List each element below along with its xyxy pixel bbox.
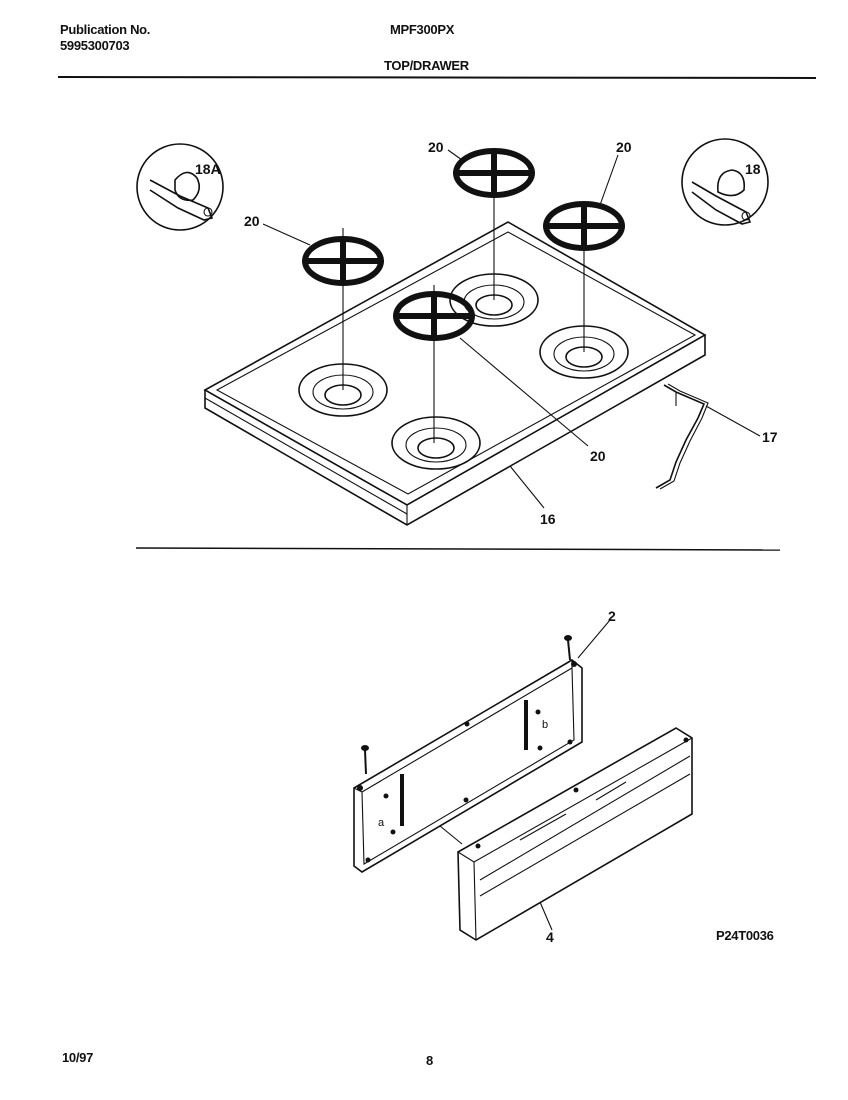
leader-grate-left bbox=[262, 223, 311, 246]
leader-grate-front bbox=[459, 337, 589, 447]
publication-number: 5995300703 bbox=[60, 38, 130, 53]
drawer-front-4 bbox=[457, 727, 693, 941]
grate-left-20 bbox=[302, 228, 384, 390]
callout-grate-left: 20 bbox=[244, 213, 260, 229]
footer-date: 10/97 bbox=[62, 1050, 94, 1065]
svg-text:a: a bbox=[378, 817, 385, 829]
callout-4: 4 bbox=[546, 929, 554, 945]
publication-label: Publication No. bbox=[60, 22, 151, 37]
svg-text:b: b bbox=[542, 719, 548, 731]
callout-grate-back-left: 20 bbox=[428, 139, 444, 155]
leader-drawer-front-4 bbox=[539, 901, 553, 931]
section-divider bbox=[135, 547, 781, 551]
callout-18: 18 bbox=[745, 161, 761, 177]
drawer-panel-2: a b bbox=[353, 659, 583, 873]
grate-back-right-20 bbox=[543, 201, 625, 352]
callout-18a: 18A bbox=[195, 161, 221, 177]
cooktop-16 bbox=[203, 221, 707, 526]
header-rule bbox=[57, 76, 817, 79]
grate-front-20 bbox=[393, 285, 475, 443]
screw-left bbox=[361, 745, 369, 775]
grate-back-left-20 bbox=[453, 148, 535, 300]
leader-grate-back-right bbox=[599, 154, 619, 206]
burner-wire-17 bbox=[655, 383, 709, 490]
callout-2: 2 bbox=[608, 608, 616, 624]
callout-grate-front: 20 bbox=[590, 448, 606, 464]
burner-bowl-front-right bbox=[391, 416, 481, 470]
model-number: MPF300PX bbox=[390, 22, 455, 37]
leader-grate-back-left bbox=[447, 149, 463, 161]
page-number: 8 bbox=[426, 1053, 433, 1068]
leader-drawer-panel-2 bbox=[577, 619, 611, 659]
screw-top bbox=[564, 635, 572, 661]
section-title: TOP/DRAWER bbox=[384, 58, 469, 73]
callout-16: 16 bbox=[540, 511, 556, 527]
leader-cooktop-16 bbox=[509, 465, 545, 509]
figure-code: P24T0036 bbox=[716, 928, 774, 943]
callout-17: 17 bbox=[762, 429, 778, 445]
callout-grate-back-right: 20 bbox=[616, 139, 632, 155]
leader-wire-17 bbox=[705, 405, 761, 437]
detail-circle-18 bbox=[681, 138, 769, 226]
detail-circle-18a bbox=[136, 143, 224, 231]
leader-drawer-connect bbox=[439, 825, 463, 845]
